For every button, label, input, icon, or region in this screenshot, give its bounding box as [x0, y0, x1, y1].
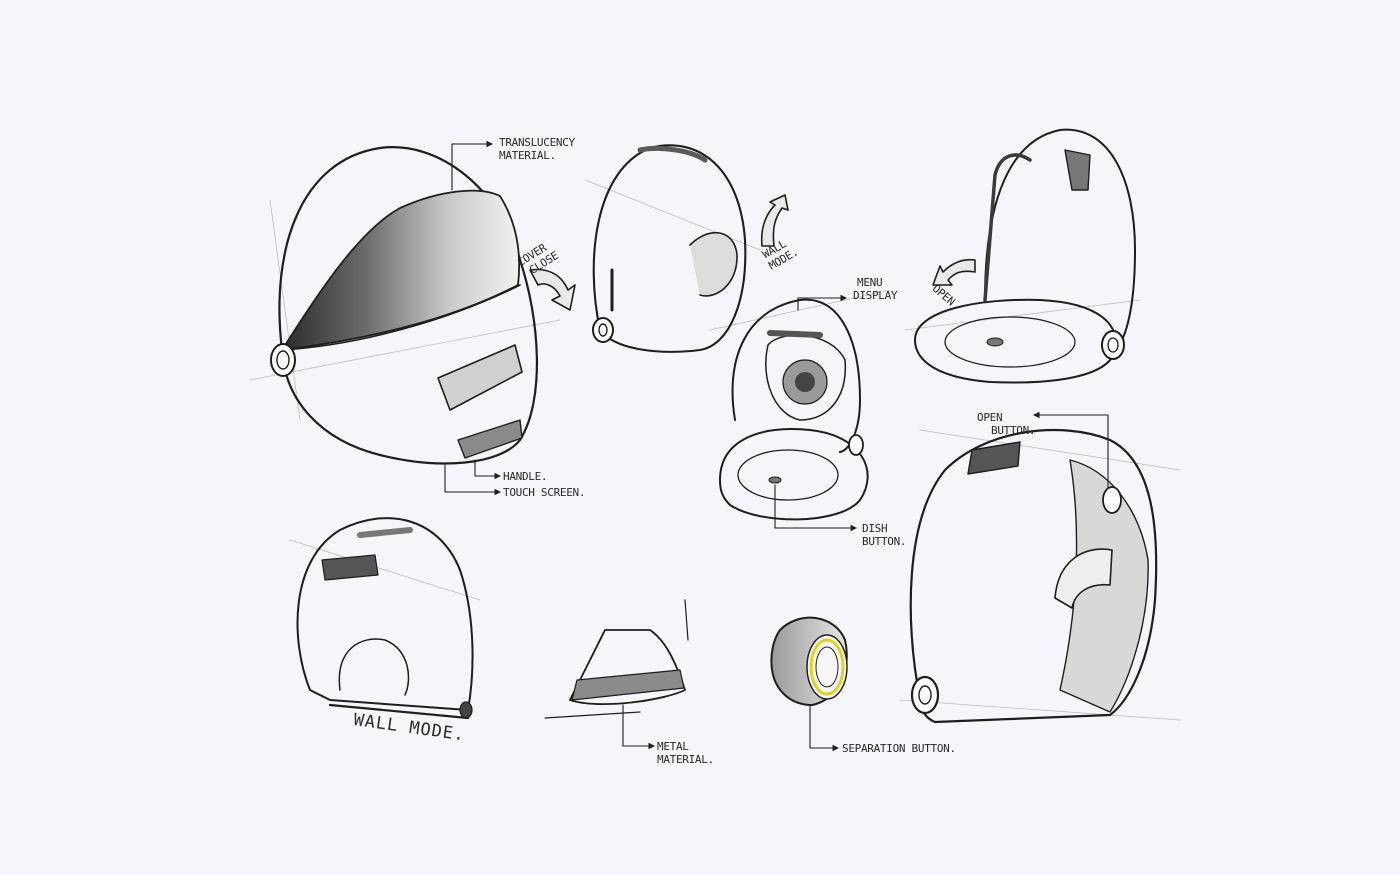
label-line: BUTTON. [991, 424, 1036, 437]
metal-material-label: METAL MATERIAL. [657, 740, 714, 766]
label-line: OPEN [977, 411, 1003, 424]
open-arrow-icon [932, 258, 976, 286]
cover-close-arrow-icon [529, 268, 576, 311]
dish-button-label: DISH BUTTON. [862, 522, 907, 548]
label-line: DISPLAY [853, 289, 898, 302]
label-line: MENU [857, 276, 883, 289]
translucency-material-label: TRANSLUCENCY MATERIAL. [499, 136, 575, 162]
label-line: METAL [657, 740, 689, 753]
handle-label: HANDLE. [503, 470, 548, 483]
main-perspective-sketch [270, 146, 538, 465]
label-line: TRANSLUCENCY [499, 136, 575, 149]
touch-screen-label: TOUCH SCREEN. [503, 486, 586, 499]
separation-button-sketch [770, 616, 848, 706]
construction-lines [249, 179, 1181, 721]
metal-material-leader [622, 704, 656, 750]
open-front-sketch [719, 298, 869, 521]
menu-display-leader [797, 294, 848, 311]
wall-mode-arrow-icon [760, 194, 789, 247]
separation-button-leader [809, 704, 840, 752]
translucency-leader [451, 140, 494, 191]
large-closed-sketch [909, 428, 1158, 724]
dish-button-leader [774, 484, 858, 532]
label-line: BUTTON. [862, 535, 907, 548]
open-button-label: OPEN BUTTON. [977, 411, 1036, 437]
label-line: DISH [862, 522, 888, 535]
handle-leader [444, 459, 502, 496]
closed-side-sketch [592, 144, 747, 353]
menu-display-label: MENU DISPLAY [853, 276, 898, 302]
metal-detail-sketch [544, 599, 689, 719]
wall-mode-rear-sketch [296, 517, 474, 720]
label-line: MATERIAL. [657, 753, 714, 766]
separation-button-label: SEPARATION BUTTON. [842, 742, 956, 755]
open-side-sketch [914, 128, 1136, 384]
label-line: MATERIAL. [499, 149, 556, 162]
open-button-leader [1032, 411, 1109, 489]
